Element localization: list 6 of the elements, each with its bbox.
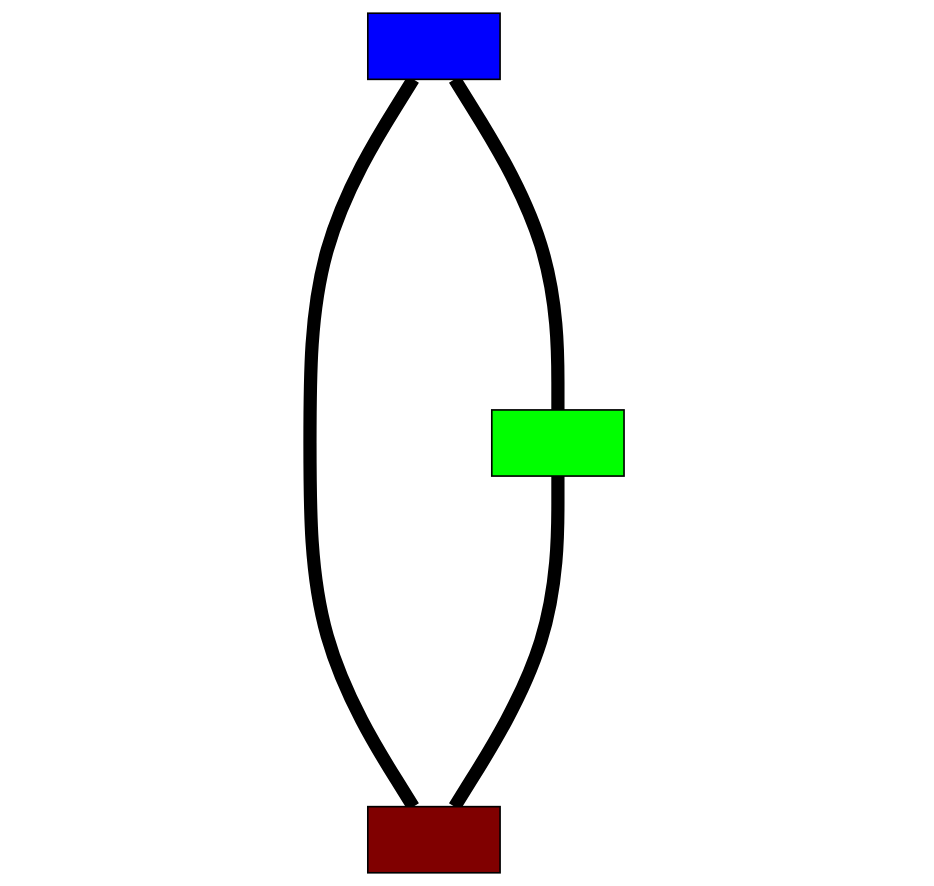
connector-line [449, 476, 565, 811]
square-node [490, 409, 625, 477]
connector-line [303, 75, 419, 811]
square-node [367, 12, 501, 81]
square-node [367, 805, 501, 874]
connector-line [449, 75, 565, 410]
